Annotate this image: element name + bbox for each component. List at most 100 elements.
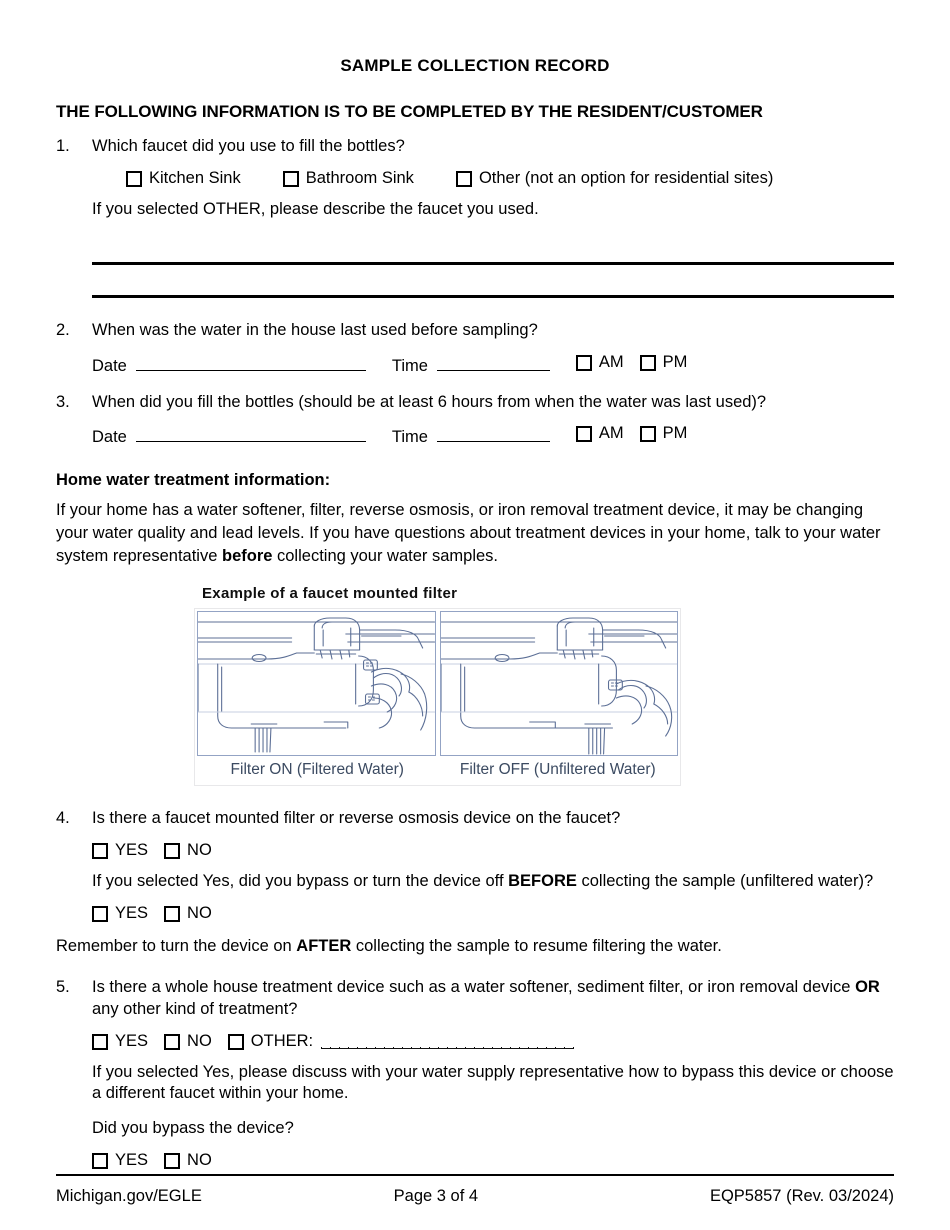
checkbox-option-other[interactable]: Other (not an option for residential sit… (455, 168, 774, 190)
remember-part1: Remember to turn the device on (56, 937, 297, 956)
question-5: 5. Is there a whole house treatment devi… (56, 977, 894, 1171)
figure-caption-left: Filter ON (Filtered Water) (230, 761, 404, 779)
q5-text-part1: Is there a whole house treatment device … (92, 978, 856, 997)
question-1-options: Kitchen Sink Bathroom Sink Other (not an… (92, 168, 894, 190)
section-heading: THE FOLLOWING INFORMATION IS TO BE COMPL… (56, 102, 763, 121)
checkbox-icon[interactable] (282, 170, 299, 187)
write-in-line-2[interactable] (92, 295, 894, 299)
other-description-lines (56, 220, 894, 299)
q5-text-part2: any other kind of treatment? (92, 1000, 298, 1018)
checkbox-label: YES (115, 1150, 149, 1169)
question-5-options: YES NO OTHER: (92, 1031, 894, 1053)
q4-followup-bold: BEFORE (508, 871, 577, 890)
time-label: Time (391, 428, 428, 447)
question-5-text: Is there a whole house treatment device … (92, 977, 894, 1021)
checkbox-option-kitchen-sink[interactable]: Kitchen Sink (126, 168, 241, 190)
figure-image-filter-off (439, 611, 678, 757)
checkbox-option-other[interactable]: OTHER: (227, 1031, 313, 1053)
page-title: SAMPLE COLLECTION RECORD (340, 56, 610, 75)
time-label: Time (391, 356, 428, 375)
checkbox-label: AM (598, 353, 624, 372)
question-1: 1. Which faucet did you use to fill the … (56, 136, 894, 220)
checkbox-icon[interactable] (92, 1152, 108, 1169)
q5-text-bold: OR (855, 978, 880, 997)
remember-note: Remember to turn the device on AFTER col… (56, 935, 894, 958)
question-4-yesno-2: YES NO (92, 903, 894, 925)
date-label: Date (92, 428, 127, 447)
checkbox-option-yes[interactable]: YES (92, 903, 148, 925)
checkbox-icon[interactable] (575, 354, 592, 371)
treatment-para-part2: collecting your water samples. (272, 546, 499, 565)
time-input[interactable] (436, 355, 550, 371)
footer-divider (56, 1174, 894, 1176)
checkbox-option-pm[interactable]: PM (639, 423, 688, 445)
checkbox-icon[interactable] (164, 905, 181, 922)
q4-followup-part2: collecting the sample (unfiltered water)… (576, 871, 874, 890)
remember-part2: collecting the sample to resume filterin… (351, 937, 722, 956)
question-3-number: 3. (56, 392, 70, 411)
question-5-bypass-question: Did you bypass the device? (92, 1119, 294, 1138)
time-input[interactable] (436, 426, 550, 443)
checkbox-option-no[interactable]: NO (164, 840, 212, 862)
checkbox-label: PM (662, 353, 688, 372)
checkbox-option-pm[interactable]: PM (639, 352, 688, 374)
checkbox-label: PM (662, 424, 688, 443)
faucet-filter-figure: Example of a faucet mounted filter (194, 585, 681, 787)
question-4: 4. Is there a faucet mounted filter or r… (56, 808, 894, 924)
remember-bold: AFTER (296, 937, 352, 956)
question-5-number: 5. (56, 978, 70, 997)
checkbox-label: Other (not an option for residential sit… (478, 168, 774, 187)
treatment-para-part1: If your home has a water softener, filte… (56, 501, 881, 565)
checkbox-icon[interactable] (455, 170, 472, 187)
treatment-heading: Home water treatment information: (56, 471, 331, 490)
question-3-text: When did you fill the bottles (should be… (92, 392, 767, 411)
checkbox-label: YES (115, 841, 149, 860)
question-2-datetime-row: Date Time AM PM (92, 352, 894, 378)
question-1-text: Which faucet did you use to fill the bot… (92, 137, 405, 155)
checkbox-option-yes[interactable]: YES (92, 1150, 148, 1172)
checkbox-label: NO (187, 903, 212, 922)
checkbox-icon[interactable] (639, 354, 656, 371)
question-5-yesno: YES NO (92, 1150, 894, 1172)
treatment-paragraph: If your home has a water softener, filte… (56, 499, 894, 567)
checkbox-icon[interactable] (164, 1152, 181, 1169)
checkbox-option-yes[interactable]: YES (92, 1031, 148, 1053)
question-1-number: 1. (56, 137, 70, 155)
checkbox-label: NO (187, 1150, 212, 1169)
q4-followup-part1: If you selected Yes, did you bypass or t… (92, 871, 509, 890)
checkbox-option-no[interactable]: NO (164, 903, 212, 925)
checkbox-option-am[interactable]: AM (575, 423, 624, 445)
checkbox-icon[interactable] (164, 1033, 181, 1050)
checkbox-icon[interactable] (227, 1033, 244, 1050)
checkbox-icon[interactable] (92, 1033, 108, 1050)
checkbox-label: Bathroom Sink (305, 168, 414, 187)
checkbox-option-bathroom-sink[interactable]: Bathroom Sink (282, 168, 414, 190)
checkbox-option-yes[interactable]: YES (92, 840, 148, 862)
checkbox-option-no[interactable]: NO (164, 1031, 212, 1053)
checkbox-icon[interactable] (164, 843, 181, 860)
checkbox-icon[interactable] (126, 170, 142, 187)
question-4-yesno-1: YES NO (92, 840, 894, 862)
checkbox-label: AM (598, 424, 624, 443)
page-footer: Michigan.gov/EGLE Page 3 of 4 EQP5857 (R… (56, 1187, 894, 1206)
checkbox-icon[interactable] (92, 843, 108, 860)
faucet-filter-on-illustration (197, 617, 435, 753)
checkbox-icon[interactable] (575, 426, 592, 443)
treatment-para-bold: before (221, 546, 273, 565)
question-2: 2. When was the water in the house last … (56, 320, 894, 377)
checkbox-option-am[interactable]: AM (575, 352, 624, 374)
date-input[interactable] (135, 426, 366, 443)
date-input[interactable] (135, 355, 366, 371)
question-4-text: Is there a faucet mounted filter or reve… (92, 809, 621, 828)
checkbox-icon[interactable] (92, 905, 108, 922)
checkbox-icon[interactable] (639, 426, 656, 443)
question-5-followup: If you selected Yes, please discuss with… (92, 1062, 894, 1103)
checkbox-label: NO (187, 841, 212, 860)
checkbox-option-no[interactable]: NO (164, 1150, 212, 1172)
footer-form-id: EQP5857 (Rev. 03/2024) (709, 1187, 894, 1205)
other-text-input[interactable] (321, 1034, 575, 1050)
checkbox-label: YES (115, 903, 149, 922)
write-in-line-1[interactable] (92, 262, 894, 266)
date-label: Date (92, 356, 127, 375)
